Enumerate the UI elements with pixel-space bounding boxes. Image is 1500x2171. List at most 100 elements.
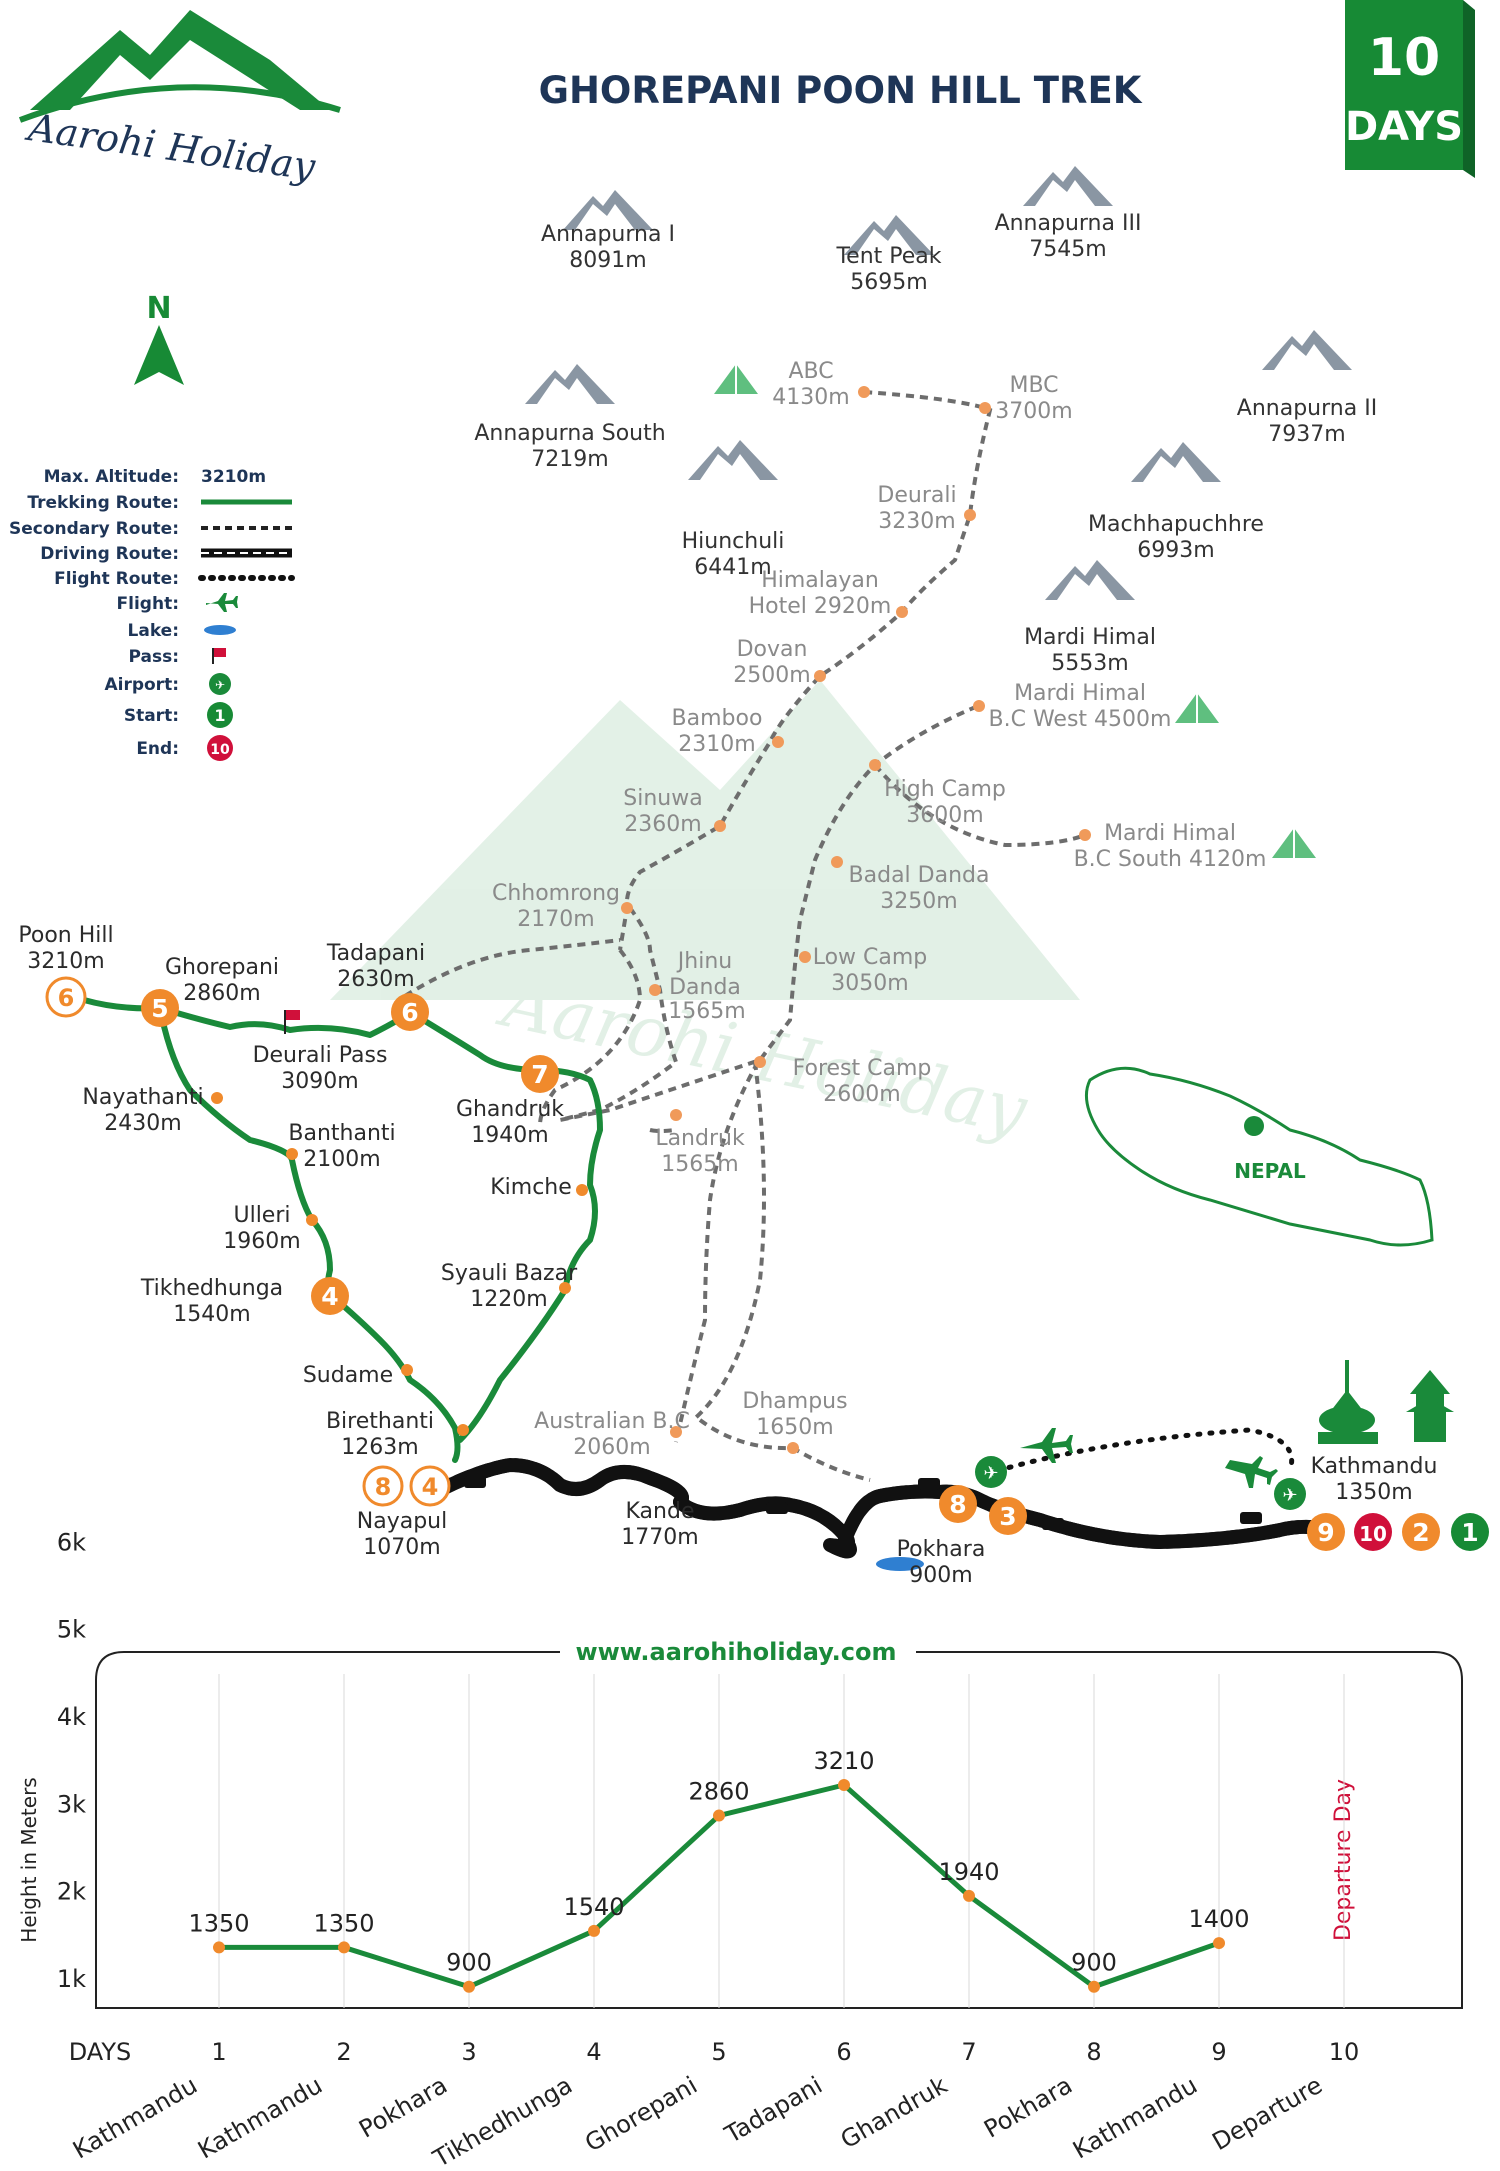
brand-name: Aarohi Holiday: [23, 105, 318, 189]
x-tick-label: 8: [1086, 2038, 1101, 2066]
place-name: Landruk: [655, 1126, 745, 1151]
legend-symbol-text: 3210m: [201, 467, 266, 487]
north-label: N: [146, 291, 171, 326]
legend-label: Lake:: [128, 621, 179, 641]
peak-name: Machhapuchhre: [1088, 512, 1264, 537]
place-altitude: 2310m: [678, 732, 755, 757]
flag-icon: [284, 1010, 300, 1034]
place-altitude: Hotel 2920m: [749, 594, 892, 619]
route-place: Kimche: [490, 1175, 588, 1200]
peak-name: Hiunchuli: [682, 529, 785, 554]
nepal-map: NEPAL: [1084, 1066, 1434, 1247]
place-name: Deurali: [877, 483, 956, 508]
peak-altitude: 6993m: [1137, 538, 1214, 563]
place-altitude: B.C South 4120m: [1074, 847, 1267, 872]
day-number: 9: [1317, 1518, 1334, 1547]
day-marker: 2: [1402, 1513, 1440, 1551]
day-marker: 6: [45, 976, 87, 1018]
x-tick-label: 9: [1211, 2038, 1226, 2066]
place-name: Chhomrong: [492, 881, 620, 906]
legend-value: 3210m: [201, 467, 266, 487]
legend-label: Driving Route:: [40, 544, 179, 564]
place-name: MBC: [1009, 373, 1058, 398]
svg-text:✈: ✈: [1282, 1485, 1297, 1506]
day-number: 2: [1412, 1518, 1429, 1547]
y-tick-label: 4k: [57, 1703, 86, 1731]
peak-name: Annapurna I: [541, 222, 675, 247]
x-place-label: Kathmandu: [193, 2071, 327, 2164]
legend-label: Max. Altitude:: [44, 467, 179, 487]
legend-symbol-lake-icon: [204, 625, 236, 635]
place-name: Nayapul: [357, 1509, 447, 1534]
place-name: Nayathanti: [82, 1085, 203, 1110]
secondary-routes: [403, 390, 1086, 1482]
place-name: Birethanti: [326, 1409, 434, 1434]
svg-text:✈: ✈: [983, 1463, 998, 1484]
days-badge: 10 DAYS: [1345, 0, 1475, 178]
day-number: 6: [401, 998, 418, 1027]
x-place-label: Pokhara: [354, 2071, 452, 2144]
website-url[interactable]: www.aarohiholiday.com: [575, 1638, 896, 1666]
elevation-value: 1940: [938, 1858, 999, 1886]
place-altitude: 1263m: [341, 1435, 418, 1460]
start-number: 1: [214, 706, 225, 725]
vehicle-icons: [464, 1476, 1262, 1530]
place-altitude: 3700m: [995, 399, 1072, 424]
peak-name: Annapurna South: [474, 421, 665, 446]
place-altitude: 2600m: [823, 1082, 900, 1107]
x-axis-label: DAYS: [69, 2038, 132, 2066]
place-name: Ghandruk: [456, 1097, 564, 1122]
place-name: Tikhedhunga: [140, 1276, 283, 1301]
day-number: 4: [321, 1282, 338, 1311]
x-tick-label: 4: [586, 2038, 601, 2066]
place-name: Tadapani: [326, 941, 425, 966]
day-number: 4: [422, 1473, 439, 1501]
end-number: 10: [210, 742, 230, 758]
place-altitude: 1770m: [621, 1525, 698, 1550]
place-name: High Camp: [884, 777, 1006, 802]
days-number: 10: [1368, 28, 1440, 88]
north-arrow-icon: N: [134, 291, 184, 385]
peak-altitude: 7937m: [1268, 422, 1345, 447]
place-altitude: 1960m: [223, 1229, 300, 1254]
place-altitude: 2360m: [624, 812, 701, 837]
place-name: Kande: [626, 1499, 695, 1524]
place-altitude: 2430m: [104, 1111, 181, 1136]
elevation-point: [338, 1941, 350, 1954]
place-name: 1565m: [668, 999, 745, 1024]
x-place-label: Tikhedhunga: [428, 2071, 577, 2171]
place-altitude: 4130m: [772, 385, 849, 410]
elevation-value: 900: [1071, 1949, 1117, 1977]
place-altitude: B.C West 4500m: [989, 707, 1172, 732]
legend-label: Flight Route:: [54, 569, 179, 589]
y-tick-label: 6k: [57, 1528, 86, 1556]
legend-label: Flight:: [117, 594, 179, 614]
days-label: DAYS: [1345, 104, 1463, 150]
place-name: Ghorepani: [165, 955, 279, 980]
place-name: Sinuwa: [623, 786, 702, 811]
place-name: Syauli Bazar: [441, 1261, 578, 1286]
elevation-point: [713, 1809, 725, 1822]
kathmandu-stupa-icon: [1318, 1360, 1454, 1444]
place-altitude: 3050m: [831, 971, 908, 996]
